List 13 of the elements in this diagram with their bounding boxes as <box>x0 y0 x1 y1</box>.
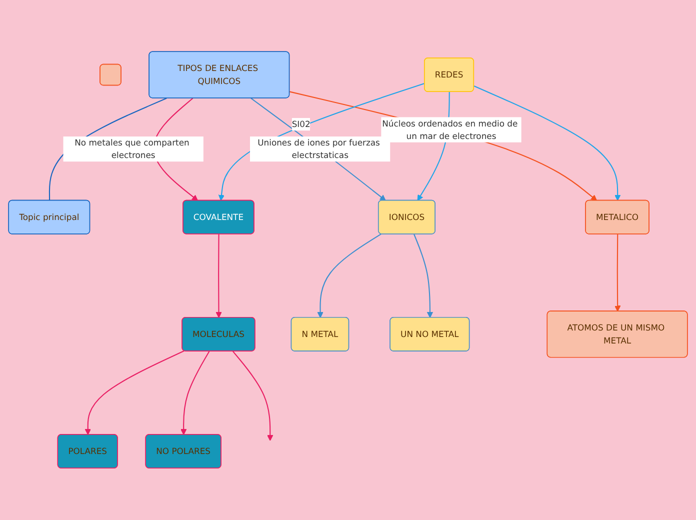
arrow <box>232 351 274 442</box>
arrow <box>414 234 434 318</box>
arrow <box>216 234 222 318</box>
edge-label: SI02 <box>292 120 310 130</box>
edge-label: No metales que comparten electrones <box>74 138 190 160</box>
edge-label: Uniones de iones por fuerzas electrstaticas <box>258 138 380 160</box>
arrow <box>84 350 184 436</box>
arrow <box>474 86 621 202</box>
arrow <box>250 98 386 202</box>
arrow <box>614 234 621 312</box>
edge-label: Núcleos ordenados en medio de un mar de electrones <box>382 118 518 142</box>
arrow <box>180 351 210 436</box>
arrow <box>317 234 382 318</box>
